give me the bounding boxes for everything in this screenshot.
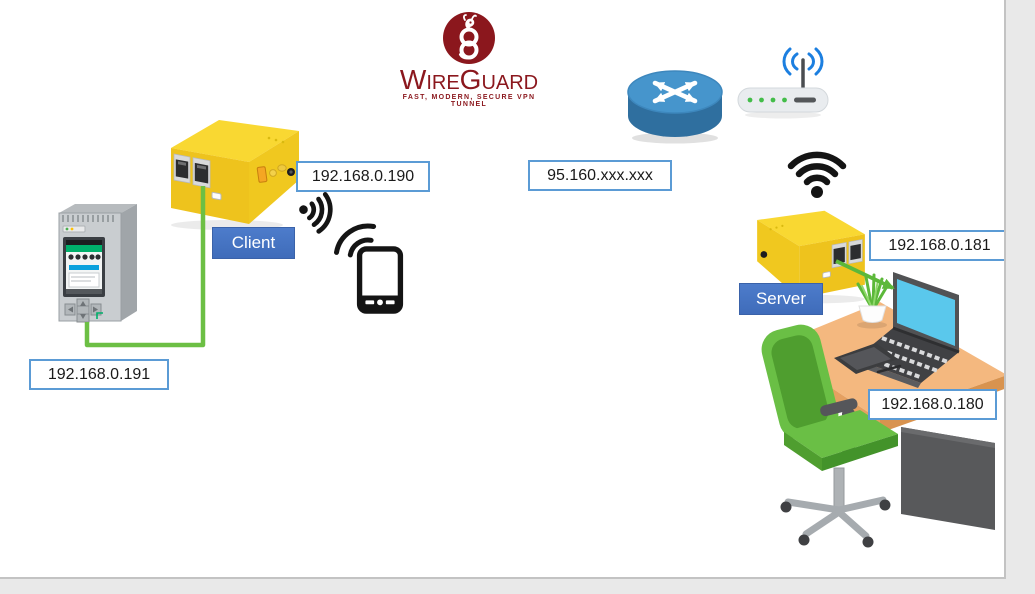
ip-label-workstation: 192.168.0.180 — [868, 389, 997, 420]
internet-router-icon — [623, 60, 728, 145]
ip-text: 192.168.0.190 — [311, 167, 415, 185]
client-label-text: Client — [231, 233, 276, 252]
smartphone-icon — [355, 245, 405, 315]
ip-label-client-router: 192.168.0.190 — [296, 161, 430, 192]
wireguard-logo: WireGuard FAST, MODERN, SECURE VPN TUNNE… — [389, 10, 549, 108]
ip-label-wan: 95.160.xxx.xxx — [528, 160, 672, 191]
wireguard-tagline: FAST, MODERN, SECURE VPN TUNNEL — [402, 94, 536, 108]
ip-text: 192.168.0.191 — [47, 365, 151, 383]
wireless-modem-icon — [736, 47, 831, 120]
ip-text: 95.160.xxx.xxx — [547, 166, 653, 184]
wifi-icon — [781, 147, 853, 199]
phone-wifi-arcs-icon — [322, 212, 377, 258]
wifi-signal-rotated-icon — [287, 182, 347, 242]
server-label-text: Server — [755, 289, 807, 308]
slide-page: WireGuard FAST, MODERN, SECURE VPN TUNNE… — [0, 0, 1006, 579]
wireguard-dragon-icon — [442, 10, 496, 66]
server-router-icon — [752, 204, 870, 305]
ip-label-server-router: 192.168.0.181 — [869, 230, 1004, 261]
client-label: Client — [212, 227, 295, 259]
client-router-icon — [165, 112, 305, 232]
ip-label-plc: 192.168.0.191 — [29, 359, 169, 390]
ip-text: 192.168.0.181 — [888, 236, 991, 254]
plc-icon — [51, 195, 143, 327]
ip-text: 192.168.0.180 — [881, 395, 984, 413]
wireguard-wordmark: WireGuard — [399, 64, 539, 95]
server-label: Server — [739, 283, 823, 315]
